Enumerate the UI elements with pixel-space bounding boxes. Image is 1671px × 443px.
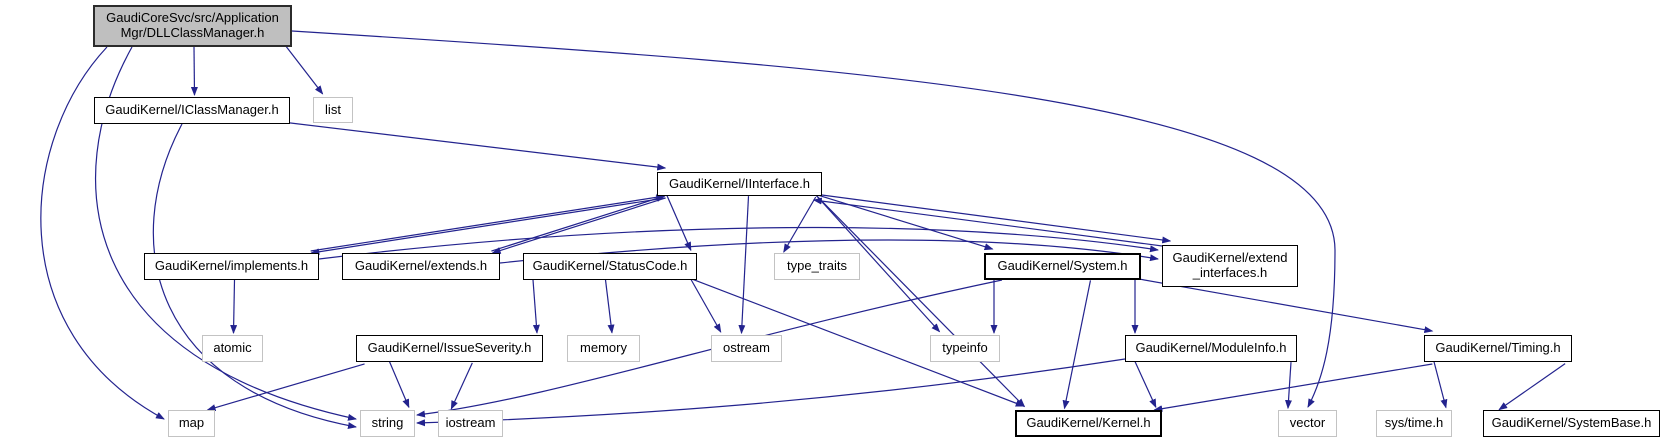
edge-moduleinfo-to-kernel <box>1134 360 1157 409</box>
node-typeinfo: typeinfo <box>930 335 1000 362</box>
node-kernel[interactable]: GaudiKernel/Kernel.h <box>1015 410 1162 437</box>
edge-extends-to-iinterface <box>491 195 666 252</box>
edge-issueseverity-to-iostream <box>450 362 473 410</box>
edge-iclassmanager-to-iinterface <box>282 121 667 171</box>
edge-statuscode-to-issueseverity <box>532 279 540 334</box>
edge-timing-to-kernel <box>1153 363 1433 413</box>
edge-iinterface-to-typetraits <box>783 196 817 253</box>
edge-dll-to-list <box>285 45 324 95</box>
node-systime: sys/time.h <box>1376 410 1452 437</box>
edge-iinterface-to-extends <box>491 197 666 254</box>
edge-implements-to-atomic <box>230 280 238 335</box>
edge-iinterface-to-statuscode <box>666 194 692 252</box>
edge-implements-to-extendint <box>318 226 1159 260</box>
node-iclassmanager[interactable]: GaudiKernel/IClassManager.h <box>94 97 290 124</box>
edge-implements-to-iinterface <box>310 193 666 252</box>
node-dll: GaudiCoreSvc/src/Application Mgr/DLLClas… <box>93 5 292 47</box>
edge-statuscode-to-ostream <box>690 278 722 333</box>
node-memory: memory <box>567 335 640 362</box>
edge-moduleinfo-to-vector <box>1285 362 1293 410</box>
node-iinterface[interactable]: GaudiKernel/IInterface.h <box>657 172 822 196</box>
edge-system-to-string <box>416 279 1003 418</box>
node-issueseverity[interactable]: GaudiKernel/IssueSeverity.h <box>356 335 543 362</box>
edge-issueseverity-to-map <box>206 363 365 412</box>
node-extendint[interactable]: GaudiKernel/extend _interfaces.h <box>1162 245 1298 287</box>
edge-system-to-kernel <box>1062 280 1092 410</box>
edge-issueseverity-to-string <box>388 360 410 409</box>
node-system[interactable]: GaudiKernel/System.h <box>984 253 1141 280</box>
edge-iinterface-to-kernel <box>814 194 1026 408</box>
edge-iinterface-to-implements <box>310 197 666 256</box>
edge-timing-to-systime <box>1433 361 1448 409</box>
node-atomic: atomic <box>202 335 263 362</box>
node-moduleinfo[interactable]: GaudiKernel/ModuleInfo.h <box>1125 335 1297 362</box>
edge-dll-to-iclassmanager <box>190 46 198 96</box>
node-vector: vector <box>1278 410 1337 437</box>
node-timing[interactable]: GaudiKernel/Timing.h <box>1424 335 1572 362</box>
node-extends[interactable]: GaudiKernel/extends.h <box>342 253 500 280</box>
node-map: map <box>168 410 215 437</box>
node-typetraits: type_traits <box>774 253 860 280</box>
edge-statuscode-to-kernel <box>689 277 1025 407</box>
edge-iinterface-to-ostream <box>738 196 750 335</box>
node-ostream: ostream <box>711 335 782 362</box>
edge-extends-to-extendint <box>499 239 1159 264</box>
edge-extendint-to-iinterface <box>812 197 1170 248</box>
edge-iinterface-to-extendint <box>814 193 1172 244</box>
edge-timing-to-systembase <box>1498 363 1566 411</box>
edge-iinterface-to-system <box>814 193 994 251</box>
edge-dll-to-map <box>40 46 165 420</box>
node-statuscode[interactable]: GaudiKernel/StatusCode.h <box>523 253 697 280</box>
edge-iinterface-to-typeinfo <box>815 194 941 333</box>
node-systembase[interactable]: GaudiKernel/SystemBase.h <box>1483 410 1660 437</box>
edge-statuscode-to-memory <box>604 279 615 334</box>
node-list: list <box>313 97 353 123</box>
edge-iclassmanager-to-string <box>152 123 357 429</box>
edge-dll-to-vector <box>291 30 1336 408</box>
node-string: string <box>360 410 415 437</box>
node-implements[interactable]: GaudiKernel/implements.h <box>144 253 319 280</box>
node-iostream: iostream <box>438 410 503 437</box>
